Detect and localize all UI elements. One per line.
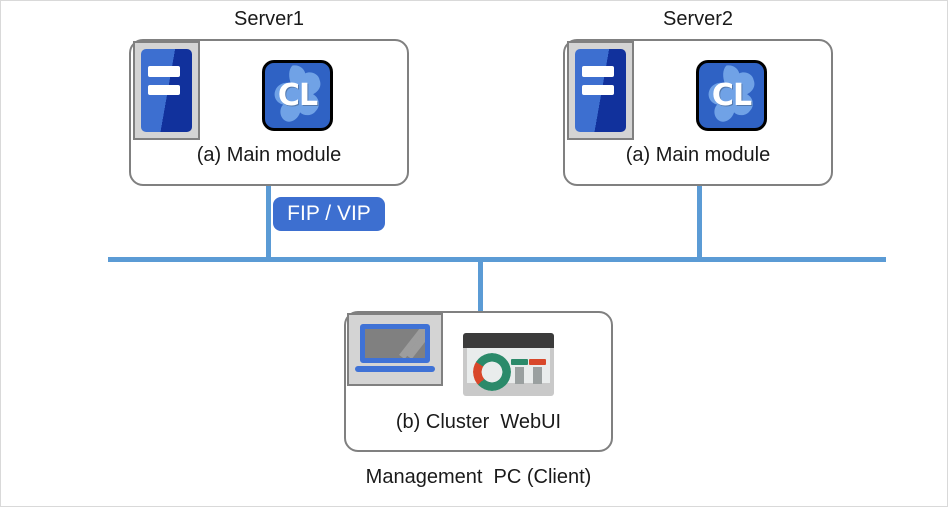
cl-icon-splash [274, 65, 321, 122]
cl-icon-text: CL [277, 78, 318, 113]
server-icon-body [575, 49, 626, 132]
server-icon [133, 41, 200, 140]
status-widget-stem [515, 366, 524, 384]
browser-window-icon [463, 333, 554, 396]
donut-chart-icon [473, 353, 512, 392]
server2-title: Server2 [662, 8, 734, 30]
status-widget-cap [511, 358, 528, 365]
browser-titlebar [463, 333, 554, 349]
server-icon-bar-bottom [148, 84, 180, 96]
server2-network-drop [697, 186, 702, 261]
server1-network-drop [266, 186, 271, 261]
network-bus [108, 257, 886, 262]
management-pc-webui-label: (b) Cluster WebUI [395, 411, 562, 433]
management-pc-caption: Management PC (Client) [365, 466, 592, 488]
server-icon [567, 41, 634, 140]
server-icon-body [141, 49, 192, 132]
status-widget-icon [511, 358, 528, 384]
server2-module-label: (a) Main module [625, 144, 771, 166]
management-pc-network-drop [478, 257, 483, 313]
laptop-base [355, 366, 435, 373]
server-icon-bar-top [582, 66, 614, 78]
laptop-icon [347, 313, 443, 386]
server-icon-bar-bottom [582, 84, 614, 96]
fip-vip-badge: FIP / VIP [273, 197, 385, 231]
server1-title: Server1 [233, 8, 305, 30]
status-widget-cap [528, 358, 546, 365]
server1-module-label: (a) Main module [196, 144, 342, 166]
cl-icon-text: CL [711, 78, 752, 113]
status-widget-stem [532, 366, 542, 384]
laptop-screen [360, 323, 430, 364]
browser-content [466, 348, 551, 392]
server-icon-bar-top [148, 66, 180, 78]
clusterpro-cl-icon: CL [262, 60, 333, 131]
clusterpro-cl-icon: CL [696, 60, 767, 131]
status-widget-icon [528, 358, 546, 384]
cl-icon-splash [708, 65, 755, 122]
